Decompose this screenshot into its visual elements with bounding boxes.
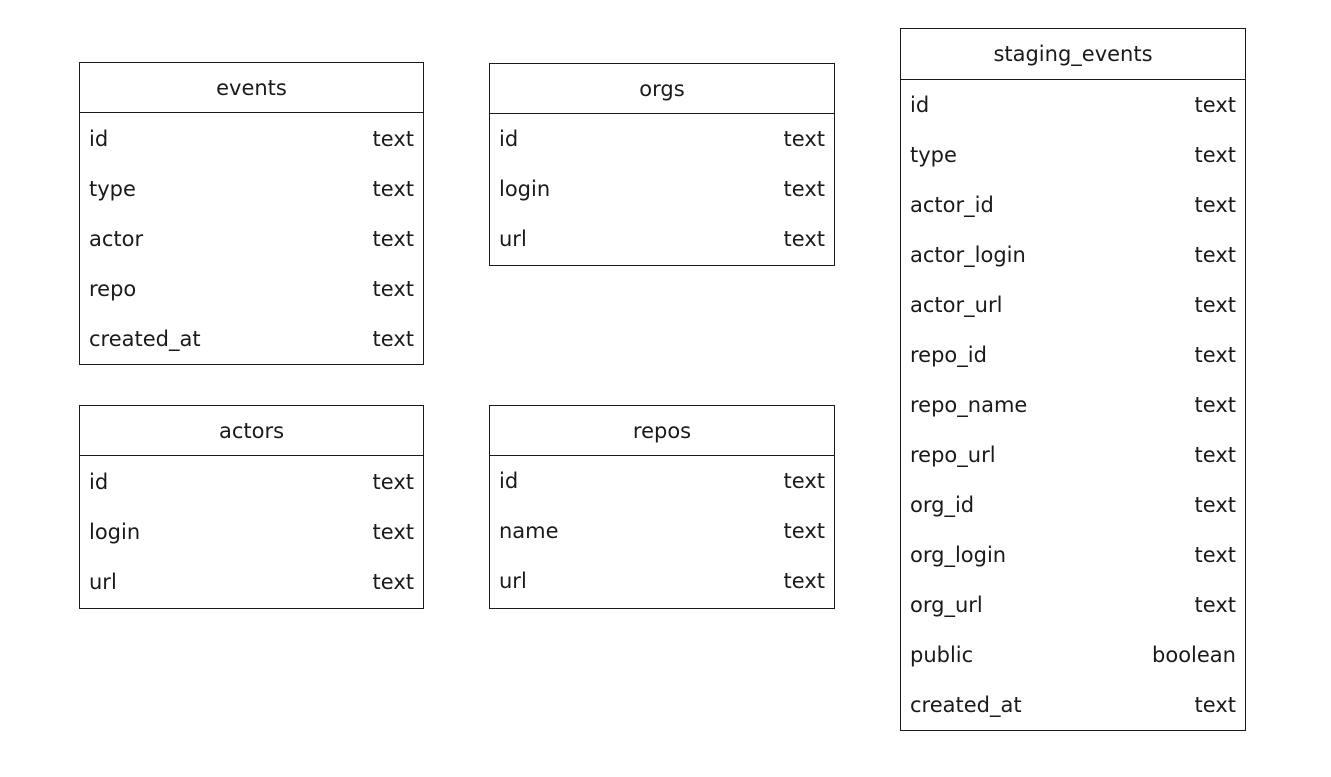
table-title: staging_events xyxy=(901,29,1245,80)
column-type: text xyxy=(1194,493,1236,517)
column-type: text xyxy=(1194,243,1236,267)
column-type: text xyxy=(783,519,825,543)
column-type: text xyxy=(1194,143,1236,167)
column-type: text xyxy=(783,469,825,493)
column-row[interactable]: login text xyxy=(80,507,423,557)
column-name: public xyxy=(910,643,974,667)
column-row[interactable]: type text xyxy=(901,130,1245,180)
column-list: id text name text url text xyxy=(490,456,834,606)
column-row[interactable]: created_at text xyxy=(901,680,1245,730)
column-name: id xyxy=(499,469,519,493)
column-name: repo_url xyxy=(910,443,996,467)
column-row[interactable]: url text xyxy=(490,214,834,264)
column-type: text xyxy=(1194,343,1236,367)
column-type: text xyxy=(372,470,414,494)
column-type: text xyxy=(1194,293,1236,317)
column-type: text xyxy=(372,227,414,251)
column-type: text xyxy=(783,569,825,593)
column-row[interactable]: repo_name text xyxy=(901,380,1245,430)
column-row[interactable]: repo_url text xyxy=(901,430,1245,480)
column-type: text xyxy=(1194,393,1236,417)
column-type: text xyxy=(783,177,825,201)
column-row[interactable]: org_id text xyxy=(901,480,1245,530)
column-name: type xyxy=(910,143,957,167)
column-name: repo_id xyxy=(910,343,987,367)
table-title: repos xyxy=(490,406,834,456)
column-name: created_at xyxy=(89,327,201,351)
column-type: text xyxy=(1194,443,1236,467)
column-row[interactable]: repo_id text xyxy=(901,330,1245,380)
column-name: url xyxy=(499,569,527,593)
column-row[interactable]: login text xyxy=(490,164,834,214)
column-name: actor_login xyxy=(910,243,1026,267)
column-row[interactable]: org_login text xyxy=(901,530,1245,580)
column-row[interactable]: actor text xyxy=(80,214,423,264)
column-type: text xyxy=(372,520,414,544)
column-name: login xyxy=(499,177,551,201)
column-row[interactable]: actor_url text xyxy=(901,280,1245,330)
column-name: org_url xyxy=(910,593,983,617)
column-name: id xyxy=(499,127,519,151)
column-name: actor xyxy=(89,227,144,251)
column-name: org_id xyxy=(910,493,975,517)
column-name: type xyxy=(89,177,136,201)
column-type: text xyxy=(1194,93,1236,117)
column-name: url xyxy=(89,570,117,594)
column-row[interactable]: url text xyxy=(490,556,834,606)
column-row[interactable]: id text xyxy=(80,457,423,507)
column-type: text xyxy=(372,177,414,201)
column-row[interactable]: url text xyxy=(80,557,423,607)
column-row[interactable]: actor_id text xyxy=(901,180,1245,230)
column-list: id text login text url text xyxy=(80,456,423,607)
column-name: actor_id xyxy=(910,193,994,217)
column-name: actor_url xyxy=(910,293,1003,317)
column-type: text xyxy=(783,127,825,151)
column-type: text xyxy=(1194,193,1236,217)
column-name: repo xyxy=(89,277,137,301)
column-name: org_login xyxy=(910,543,1007,567)
column-name: repo_name xyxy=(910,393,1028,417)
column-name: id xyxy=(89,470,109,494)
column-row[interactable]: id text xyxy=(80,114,423,164)
column-row[interactable]: repo text xyxy=(80,264,423,314)
column-name: id xyxy=(910,93,930,117)
column-row[interactable]: actor_login text xyxy=(901,230,1245,280)
column-row[interactable]: created_at text xyxy=(80,314,423,364)
table-title: actors xyxy=(80,406,423,456)
column-name: login xyxy=(89,520,141,544)
table-title: events xyxy=(80,63,423,113)
column-type: text xyxy=(1194,593,1236,617)
column-type: text xyxy=(1194,693,1236,717)
table-title: orgs xyxy=(490,64,834,114)
column-name: created_at xyxy=(910,693,1022,717)
column-row[interactable]: org_url text xyxy=(901,580,1245,630)
table-actors[interactable]: actors id text login text url text xyxy=(79,405,424,609)
column-name: id xyxy=(89,127,109,151)
column-list: id text login text url text xyxy=(490,114,834,264)
column-type: text xyxy=(783,227,825,251)
column-row[interactable]: type text xyxy=(80,164,423,214)
table-repos[interactable]: repos id text name text url text xyxy=(489,405,835,609)
column-type: text xyxy=(372,127,414,151)
column-type: text xyxy=(372,570,414,594)
column-type: text xyxy=(1194,543,1236,567)
column-row[interactable]: name text xyxy=(490,506,834,556)
column-row[interactable]: id text xyxy=(901,80,1245,130)
column-type: boolean xyxy=(1152,643,1236,667)
column-type: text xyxy=(372,327,414,351)
column-name: name xyxy=(499,519,559,543)
column-row[interactable]: id text xyxy=(490,456,834,506)
table-orgs[interactable]: orgs id text login text url text xyxy=(489,63,835,266)
column-row[interactable]: public boolean xyxy=(901,630,1245,680)
column-row[interactable]: id text xyxy=(490,114,834,164)
column-type: text xyxy=(372,277,414,301)
column-name: url xyxy=(499,227,527,251)
